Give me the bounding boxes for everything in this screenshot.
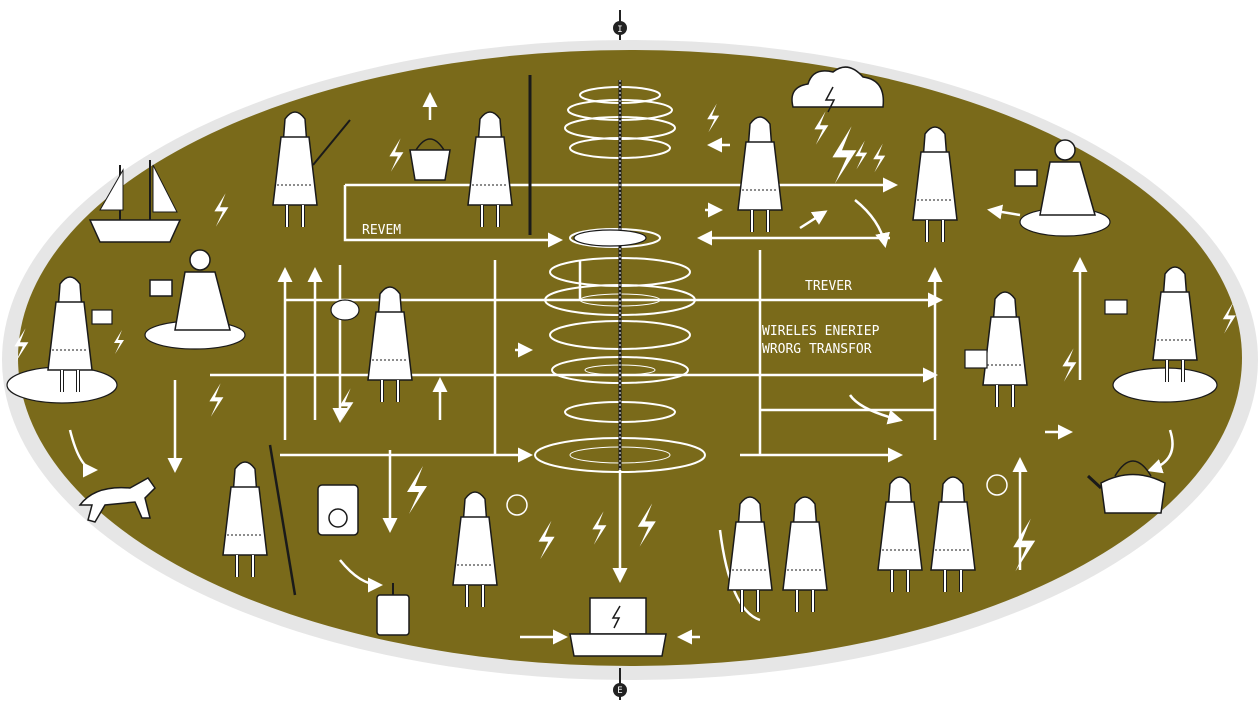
kettle-icon <box>1086 460 1166 514</box>
figure-reading-left <box>46 275 113 394</box>
marker-top-label: I <box>617 25 622 35</box>
figure-robe-topcenter <box>466 75 532 235</box>
connector-network <box>68 92 1174 645</box>
figure-laptop-left <box>149 249 231 331</box>
speaker-icon <box>317 484 359 536</box>
cloud-icon <box>791 66 885 113</box>
figure-book-right <box>1104 265 1199 384</box>
battery-icon <box>376 583 410 636</box>
figure-bag-right <box>964 290 1029 409</box>
laptop-icon <box>569 597 667 657</box>
basket-icon <box>409 138 451 181</box>
marker-bottom-dot <box>613 683 627 697</box>
figure-pair-bottomright <box>876 474 1008 594</box>
diagram-title-line2: WRORG TRANSFOR <box>762 342 872 357</box>
figure-laptop-topright <box>1014 139 1096 216</box>
figure-staff-bottomleft <box>221 444 297 596</box>
tesla-coil-icon <box>534 80 706 473</box>
figure-lamp-bottom <box>451 490 528 609</box>
figure-staff-topleft <box>271 110 351 229</box>
marker-bottom-label: E <box>617 686 622 696</box>
marker-top-dot <box>613 21 627 35</box>
wolf-icon <box>78 477 156 523</box>
label-trever: TREVER <box>805 279 852 294</box>
ship-icon <box>88 160 182 243</box>
figure-tablet-center <box>330 285 414 404</box>
diagram-title-line1: WIRELES ENERIEP <box>762 324 880 339</box>
label-revem: REVEM <box>362 223 401 238</box>
